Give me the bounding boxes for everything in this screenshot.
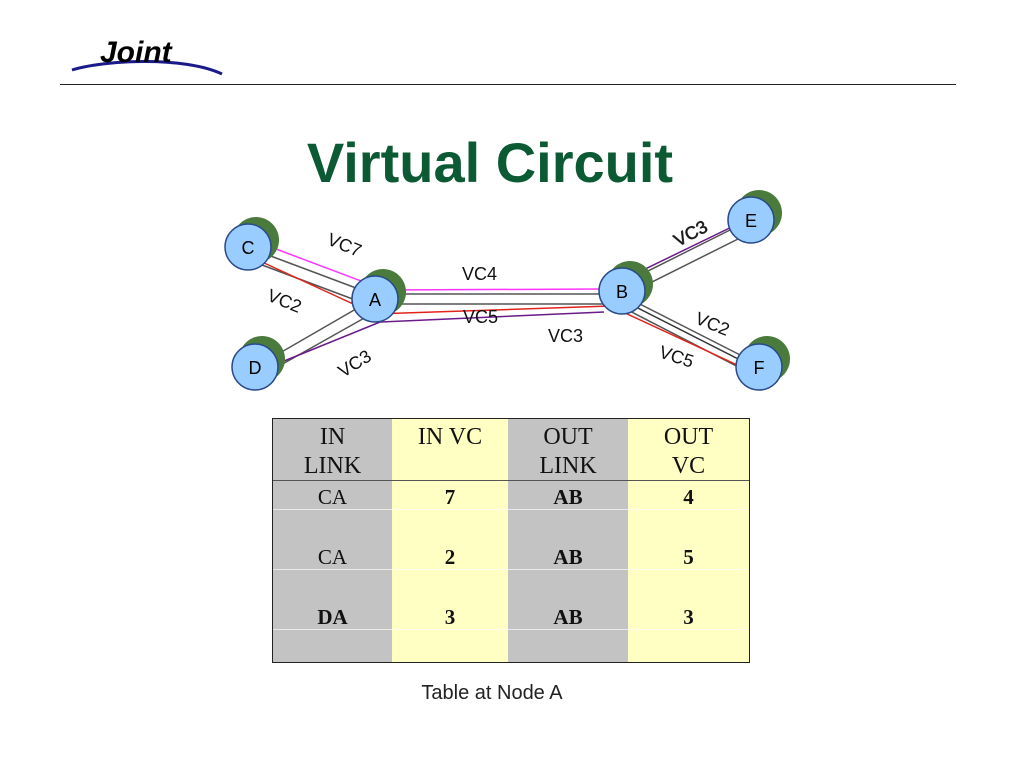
header-in-vc: IN VC <box>417 424 483 450</box>
vc7-vc4-path <box>267 245 605 291</box>
vc2-vc5-path <box>261 261 749 371</box>
cell-r3-in-vc: 3 <box>444 605 456 629</box>
vc-label-ab-mid: VC5 <box>463 307 498 327</box>
cell-r3-in-link: DA <box>317 605 348 629</box>
page-title: Virtual Circuit <box>306 131 674 194</box>
node-c: C <box>224 217 279 271</box>
vc-label-ca-top: VC7 <box>325 229 365 261</box>
logo-text: Joint <box>100 36 174 69</box>
vc-label-ab-bottom: VC3 <box>548 326 583 346</box>
vc-label-be: VC3 <box>670 216 710 250</box>
header-rule <box>60 84 956 85</box>
cell-r2-in-link: CA <box>317 545 348 569</box>
cell-r2-in-vc: 2 <box>444 545 456 569</box>
cell-r3-out-vc: 3 <box>683 605 694 629</box>
vc-label-ca-bottom: VC2 <box>265 285 305 317</box>
node-f: F <box>735 336 790 391</box>
node-f-label: F <box>754 358 765 378</box>
node-d: D <box>231 336 285 391</box>
cell-r2-out-vc: 5 <box>683 545 694 569</box>
cell-r1-out-link: AB <box>553 485 583 509</box>
node-e-label: E <box>745 211 757 231</box>
node-c-label: C <box>242 238 255 258</box>
cell-r3-out-link: AB <box>553 605 583 629</box>
node-b: B <box>598 261 653 315</box>
vc-label-bf-bottom: VC5 <box>657 342 696 372</box>
table-caption: Table at Node A <box>421 682 563 704</box>
vc-label-ab-top: VC4 <box>462 264 497 284</box>
cell-r2-out-link: AB <box>553 545 583 569</box>
vc-label-bf-top: VC2 <box>693 308 733 340</box>
vc2-bf-path <box>625 301 753 367</box>
node-e: E <box>727 190 782 244</box>
node-a-label: A <box>369 290 381 310</box>
cell-r1-out-vc: 4 <box>683 485 694 509</box>
cell-r1-in-vc: 7 <box>444 485 456 509</box>
joint-logo: Joint <box>71 36 223 76</box>
vc-label-da: VC3 <box>335 346 375 382</box>
node-b-label: B <box>616 282 628 302</box>
col-in-vc: IN VC 7 2 3 <box>392 419 508 662</box>
cell-r1-in-link: CA <box>317 485 348 509</box>
node-d-label: D <box>249 358 262 378</box>
node-a: A <box>351 269 406 323</box>
